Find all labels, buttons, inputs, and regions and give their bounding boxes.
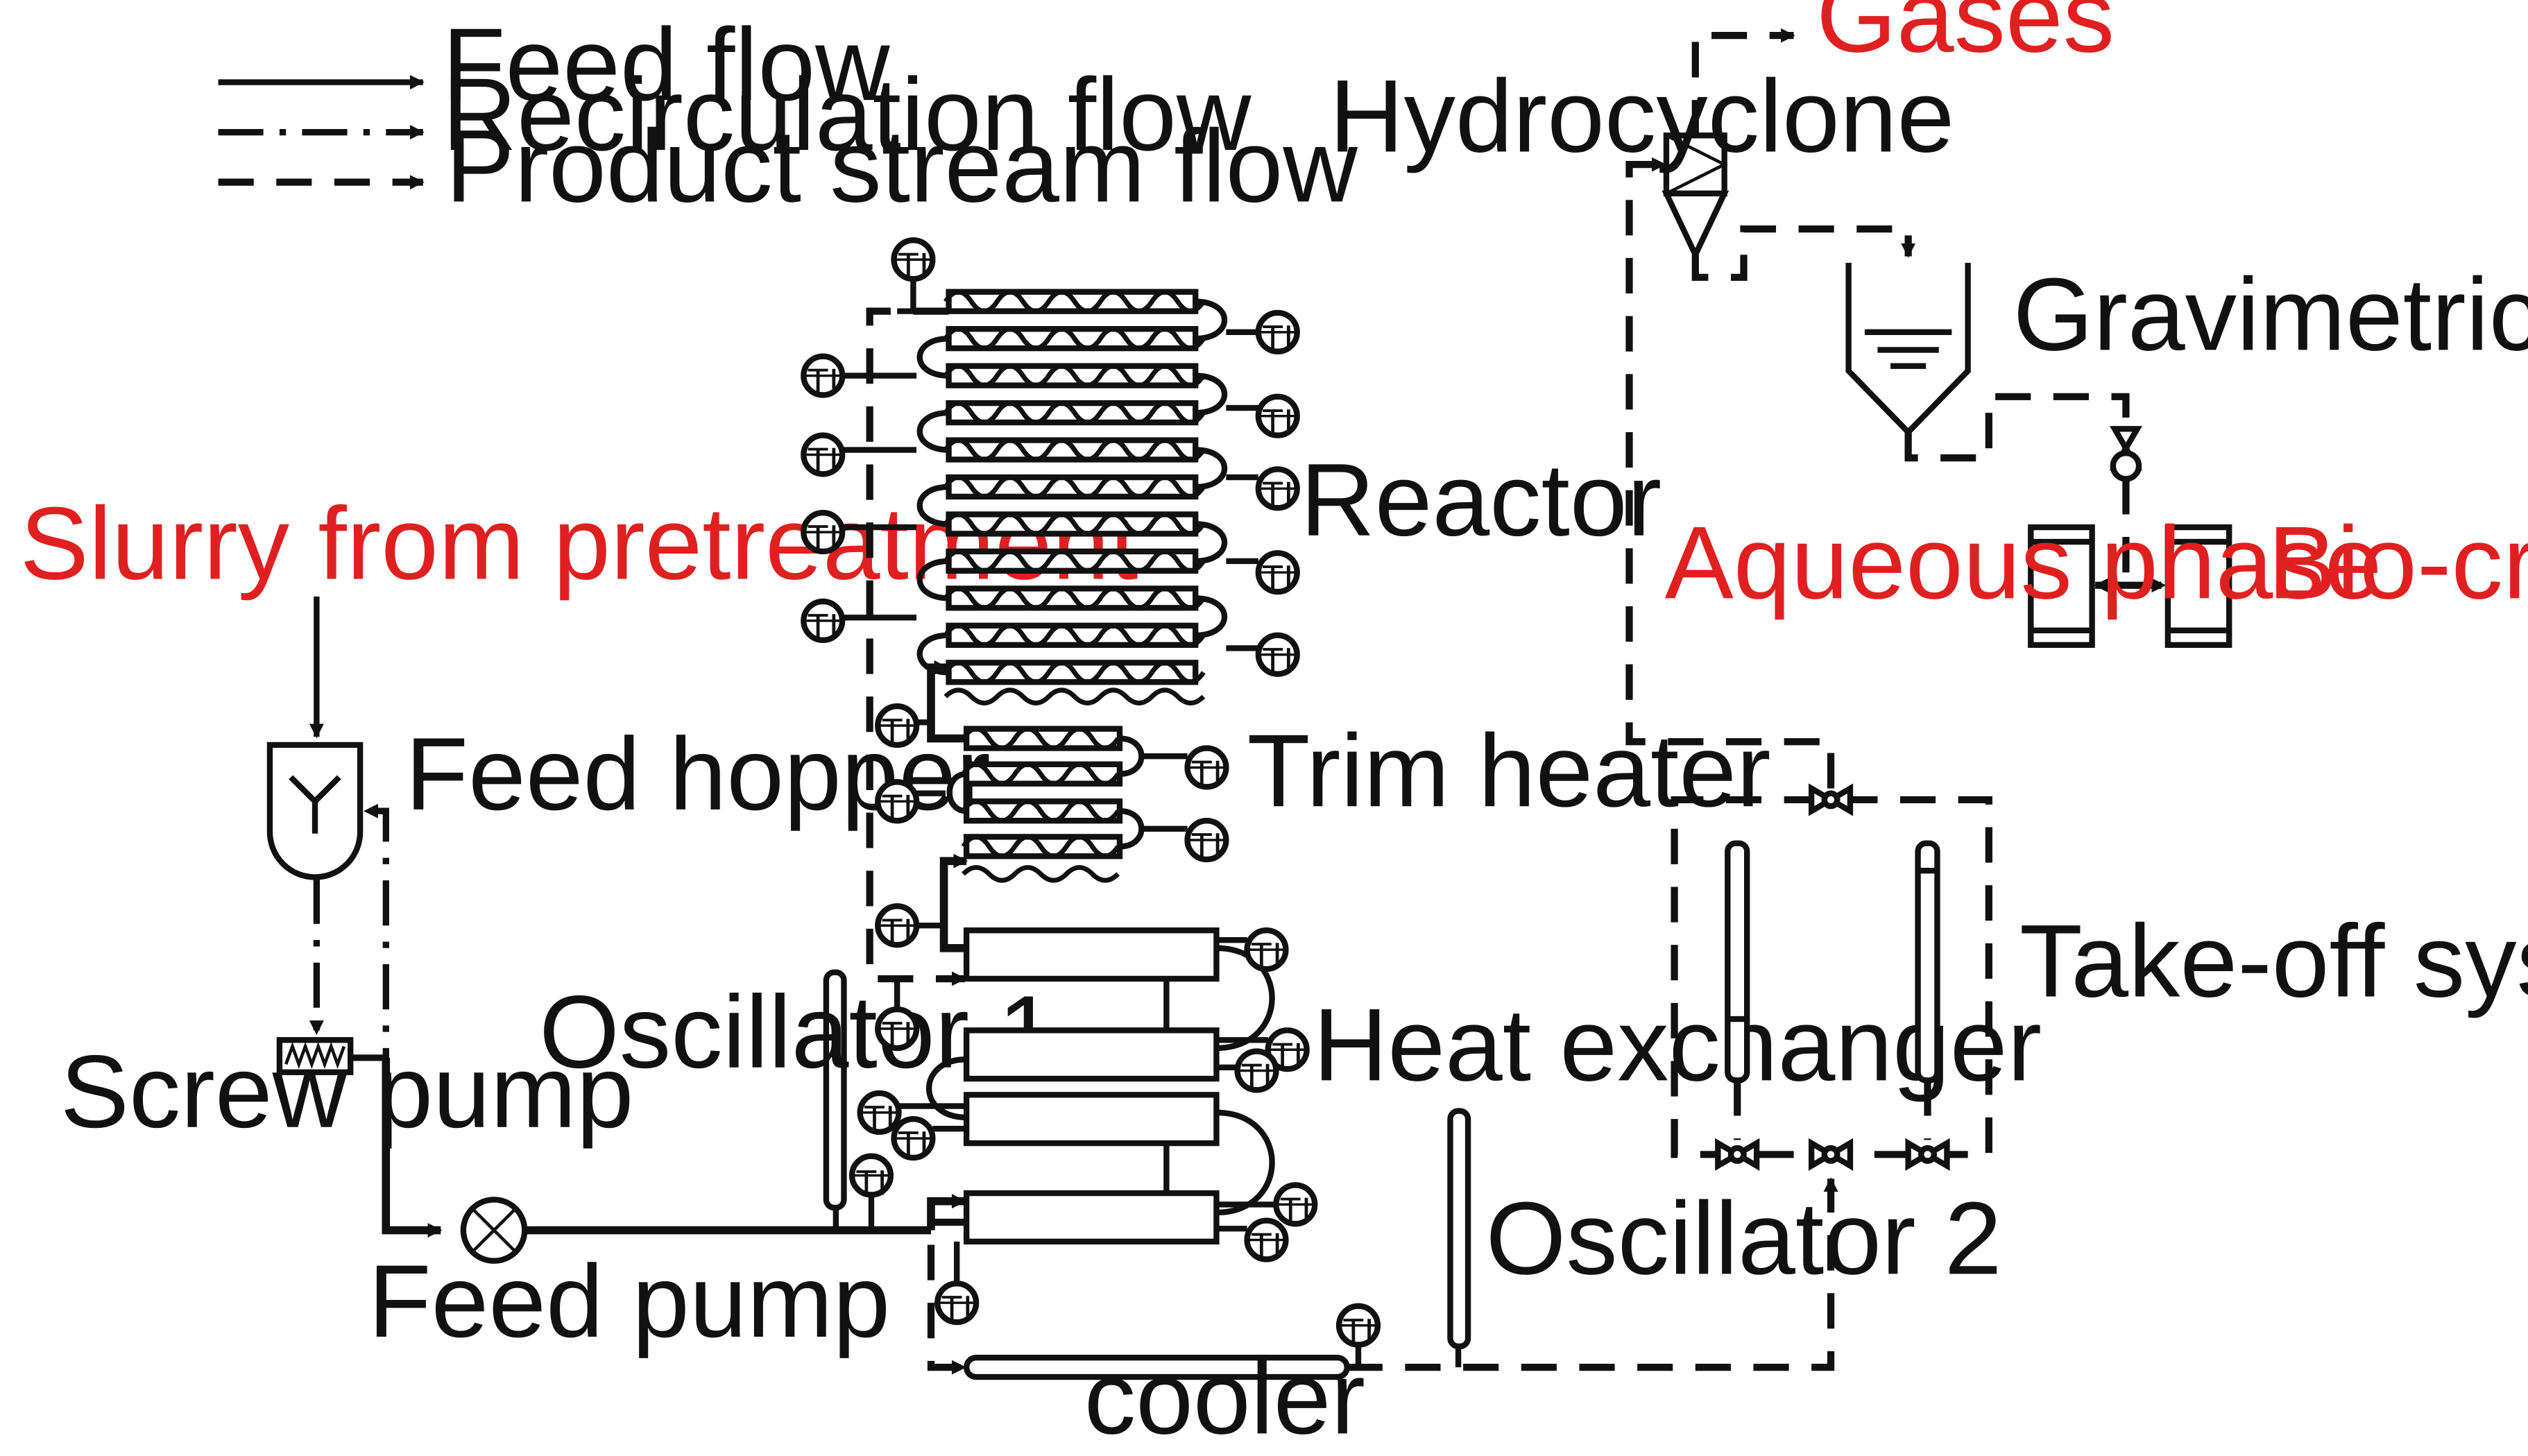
reactor: [916, 289, 1227, 705]
oscillator-2-label: Oscillator 2: [1486, 1180, 2002, 1296]
legend-recirculation-label: Recirculation flow: [443, 56, 1252, 172]
legend-feed-label: Feed flow: [443, 6, 890, 122]
ti-tag: TI: [864, 1098, 895, 1138]
feed-pump-label: Feed pump: [368, 1243, 890, 1359]
ti-hx-7: TI: [1216, 1217, 1289, 1265]
separator-outlet-valve: [2109, 426, 2142, 482]
oscillator-2: [1447, 1108, 1471, 1350]
takeoff-valve-top: [1808, 783, 1854, 816]
take-off-system: [1671, 796, 1992, 1158]
ti-oscillator-1: TI: [848, 1153, 894, 1231]
ti-hx-8: TI: [875, 978, 920, 1054]
ti-tag: TI: [1262, 474, 1293, 514]
reactor-label: Reactor: [1300, 442, 1662, 558]
legend: Feed flow Recirculation flow Product str…: [218, 6, 1358, 224]
heat-exchanger: [925, 927, 1275, 1245]
ti-reactor-l4: TI: [801, 598, 917, 646]
gravimetric-separator-label: Gravimetric separator: [2013, 256, 2528, 372]
ti-tag: TI: [1191, 826, 1222, 866]
ti-tag: TI: [1191, 753, 1222, 793]
ti-tag: TI: [808, 361, 839, 401]
ti-trim-3: TI: [875, 779, 946, 827]
ti-hx-4: TI: [857, 1090, 967, 1138]
ti-reactor-l1: TI: [801, 353, 917, 401]
ti-tag: TI: [808, 440, 839, 480]
recirculation-return-line: [350, 803, 389, 1061]
takeoff-valve-right: [1905, 1138, 1950, 1171]
cooler-to-takeoff-line: [1347, 1177, 1838, 1371]
ti-reactor-top: TI: [891, 237, 936, 314]
aqueous-phase-label: Aqueous phase: [1665, 504, 2382, 620]
ti-reactor-l2: TI: [801, 432, 917, 480]
ti-tag: TI: [881, 787, 912, 827]
ti-trim-1: TI: [1142, 745, 1229, 793]
hx-to-trim-heater-line: [939, 853, 968, 952]
takeoff-valve-left: [1715, 1138, 1760, 1171]
ti-reactor-r2: TI: [1226, 393, 1300, 441]
feed-to-hx-line: [927, 1194, 966, 1231]
takeoff-valve-center: [1808, 1138, 1854, 1171]
ti-reactor-l3: TI: [801, 509, 917, 558]
ti-hx-5: TI: [891, 1116, 967, 1164]
screw-pump-to-feed-pump-line: [382, 1057, 443, 1238]
ti-tag: TI: [941, 1289, 972, 1328]
ti-hx-3: TI: [1216, 1048, 1279, 1096]
ti-tag: TI: [881, 911, 912, 951]
hx-to-cooler-line: [927, 1218, 967, 1375]
gases-label: Gases: [1816, 0, 2115, 74]
ti-reactor-r5: TI: [1226, 632, 1300, 680]
ti-tag: TI: [1262, 402, 1293, 441]
ti-tag: TI: [1262, 318, 1293, 357]
hydrocyclone: [1662, 132, 1730, 262]
ti-tag: TI: [1262, 640, 1293, 680]
hydrocyclone-label: Hydrocyclone: [1329, 58, 1954, 174]
ti-tag: TI: [808, 518, 839, 558]
aqueous-phase-vessel: [2028, 524, 2095, 648]
ti-tag: TI: [881, 712, 912, 751]
ti-tag: TI: [1280, 1190, 1311, 1230]
takeoff-to-hydrocyclone-line: [1625, 157, 1835, 789]
bio-crude-label: Bio-crude: [2268, 504, 2528, 620]
ti-trim-inlet: TI: [875, 903, 944, 951]
hydrocyclone-to-gases-line: [1691, 28, 1795, 136]
feed-hopper: [266, 742, 364, 880]
ti-tag: TI: [1262, 558, 1293, 598]
ti-cooler: TI: [1335, 1303, 1381, 1368]
ti-tag: TI: [1251, 1226, 1282, 1265]
gravimetric-separator: [1845, 262, 1971, 436]
ti-tag: TI: [1241, 1056, 1272, 1096]
slurry-label: Slurry from pretreatment: [20, 485, 1138, 601]
legend-product-label: Product stream flow: [445, 108, 1358, 224]
ti-reactor-r4: TI: [1226, 550, 1300, 598]
ti-tag: TI: [855, 1163, 887, 1202]
ti-reactor-r1: TI: [1226, 309, 1300, 357]
trim-heater-to-reactor-line: [927, 660, 967, 743]
screw-pump-label: Screw pump: [60, 1034, 634, 1149]
ti-tag: TI: [1342, 1311, 1374, 1351]
ti-reactor-inlet: TI: [875, 703, 931, 751]
bio-crude-vessel: [2164, 524, 2232, 648]
ti-tag: TI: [881, 1015, 912, 1054]
take-off-system-label: Take-off system: [2019, 903, 2528, 1019]
ti-hx-6: TI: [1216, 1182, 1318, 1230]
ti-hx-9: TI: [934, 1241, 980, 1328]
ti-hx-1: TI: [1216, 927, 1289, 975]
separator-outlet-line: [1904, 393, 2130, 462]
trim-heater-label: Trim heater: [1247, 712, 1771, 828]
ti-tag: TI: [898, 1124, 929, 1164]
hydrocyclone-to-separator-line: [1691, 225, 1916, 281]
ti-tag: TI: [1251, 936, 1282, 975]
ti-tag: TI: [898, 246, 929, 285]
cooler-label: cooler: [1084, 1339, 1365, 1455]
reactor-outlet-to-hx-line: [866, 307, 966, 986]
ti-tag: TI: [808, 606, 839, 646]
ti-trim-2: TI: [1142, 817, 1229, 866]
ti-reactor-r3: TI: [1226, 466, 1300, 514]
